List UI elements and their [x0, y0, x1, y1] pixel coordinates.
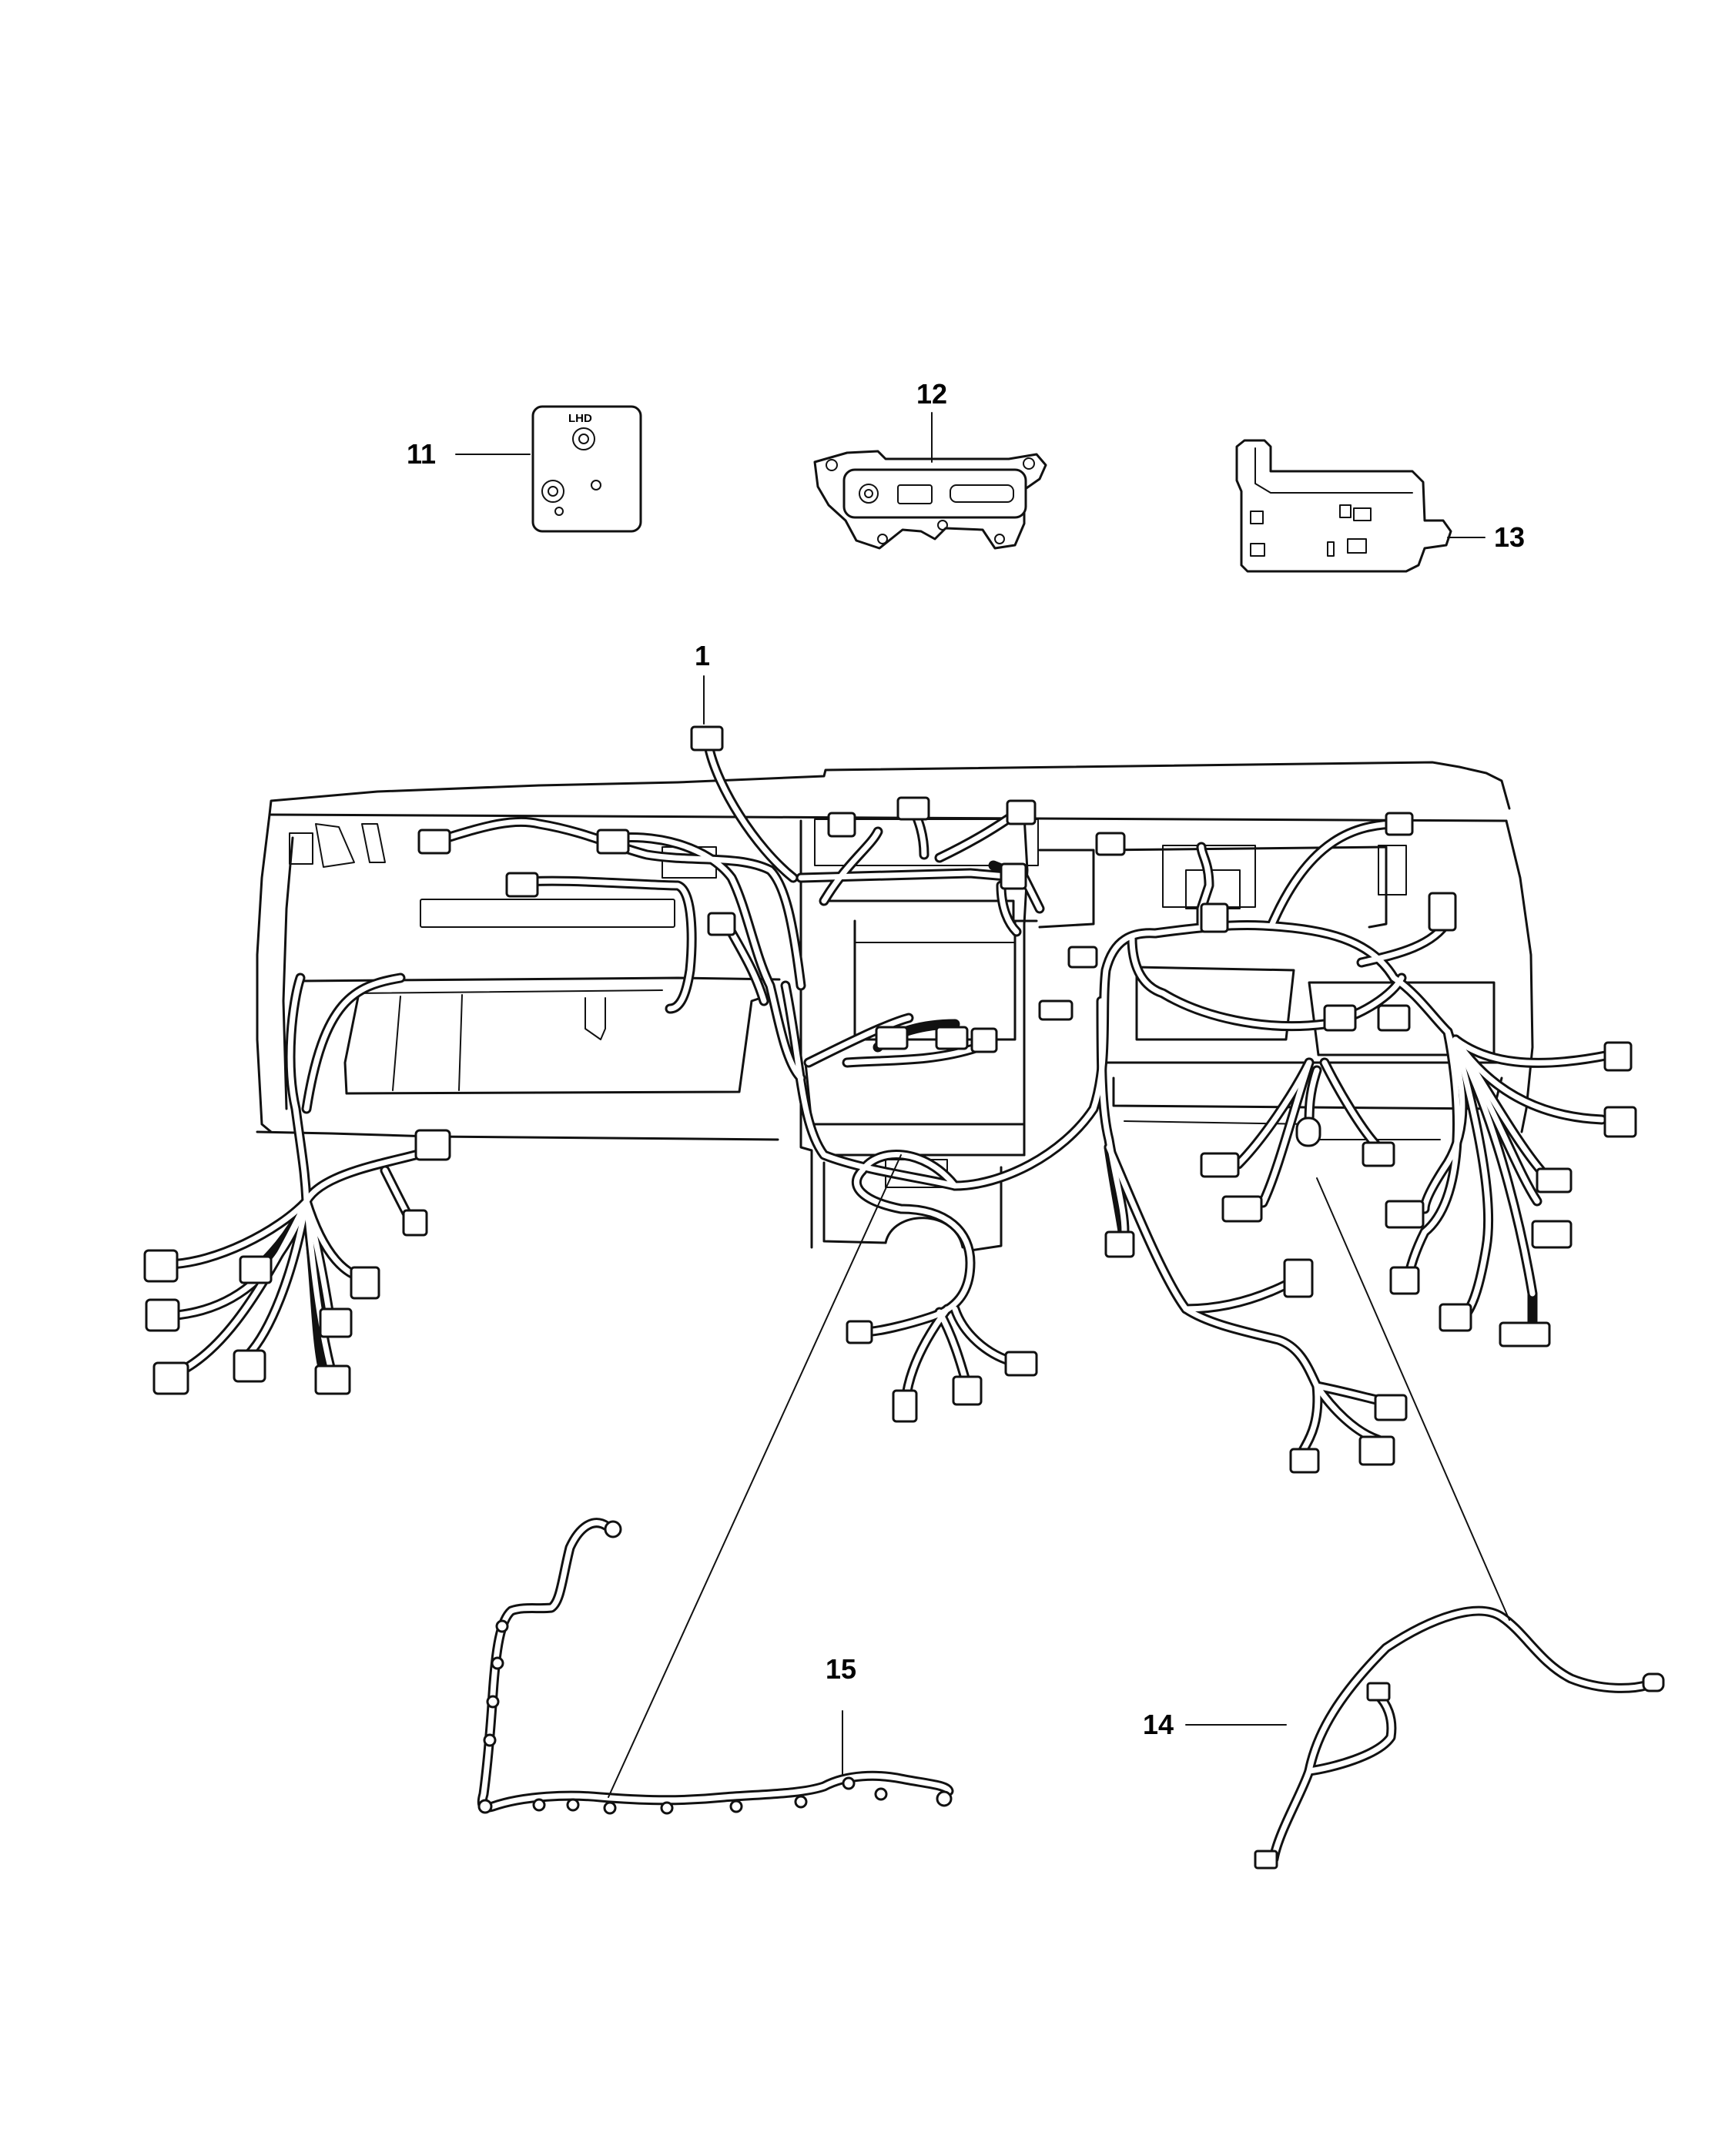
- part-14-harness: [1254, 1605, 1665, 1870]
- callout-12: 12: [916, 378, 948, 410]
- leader-14-to-panel: [1316, 1177, 1510, 1621]
- callout-14: 14: [1143, 1709, 1174, 1740]
- callout-15: 15: [826, 1653, 857, 1685]
- part-13-module-bracket: [1235, 439, 1452, 573]
- callout-13: 13: [1494, 521, 1526, 553]
- part-12-usb-module: [813, 450, 1047, 550]
- callout-1: 1: [695, 640, 711, 671]
- leader-15-to-panel: [608, 1154, 902, 1798]
- callout-11: 11: [407, 438, 437, 470]
- part-11-lhd-bracket: LHD: [531, 405, 642, 533]
- main-harness: [143, 725, 1637, 1474]
- part-15-harness: [477, 1518, 954, 1815]
- part-11-stamp: LHD: [568, 412, 592, 425]
